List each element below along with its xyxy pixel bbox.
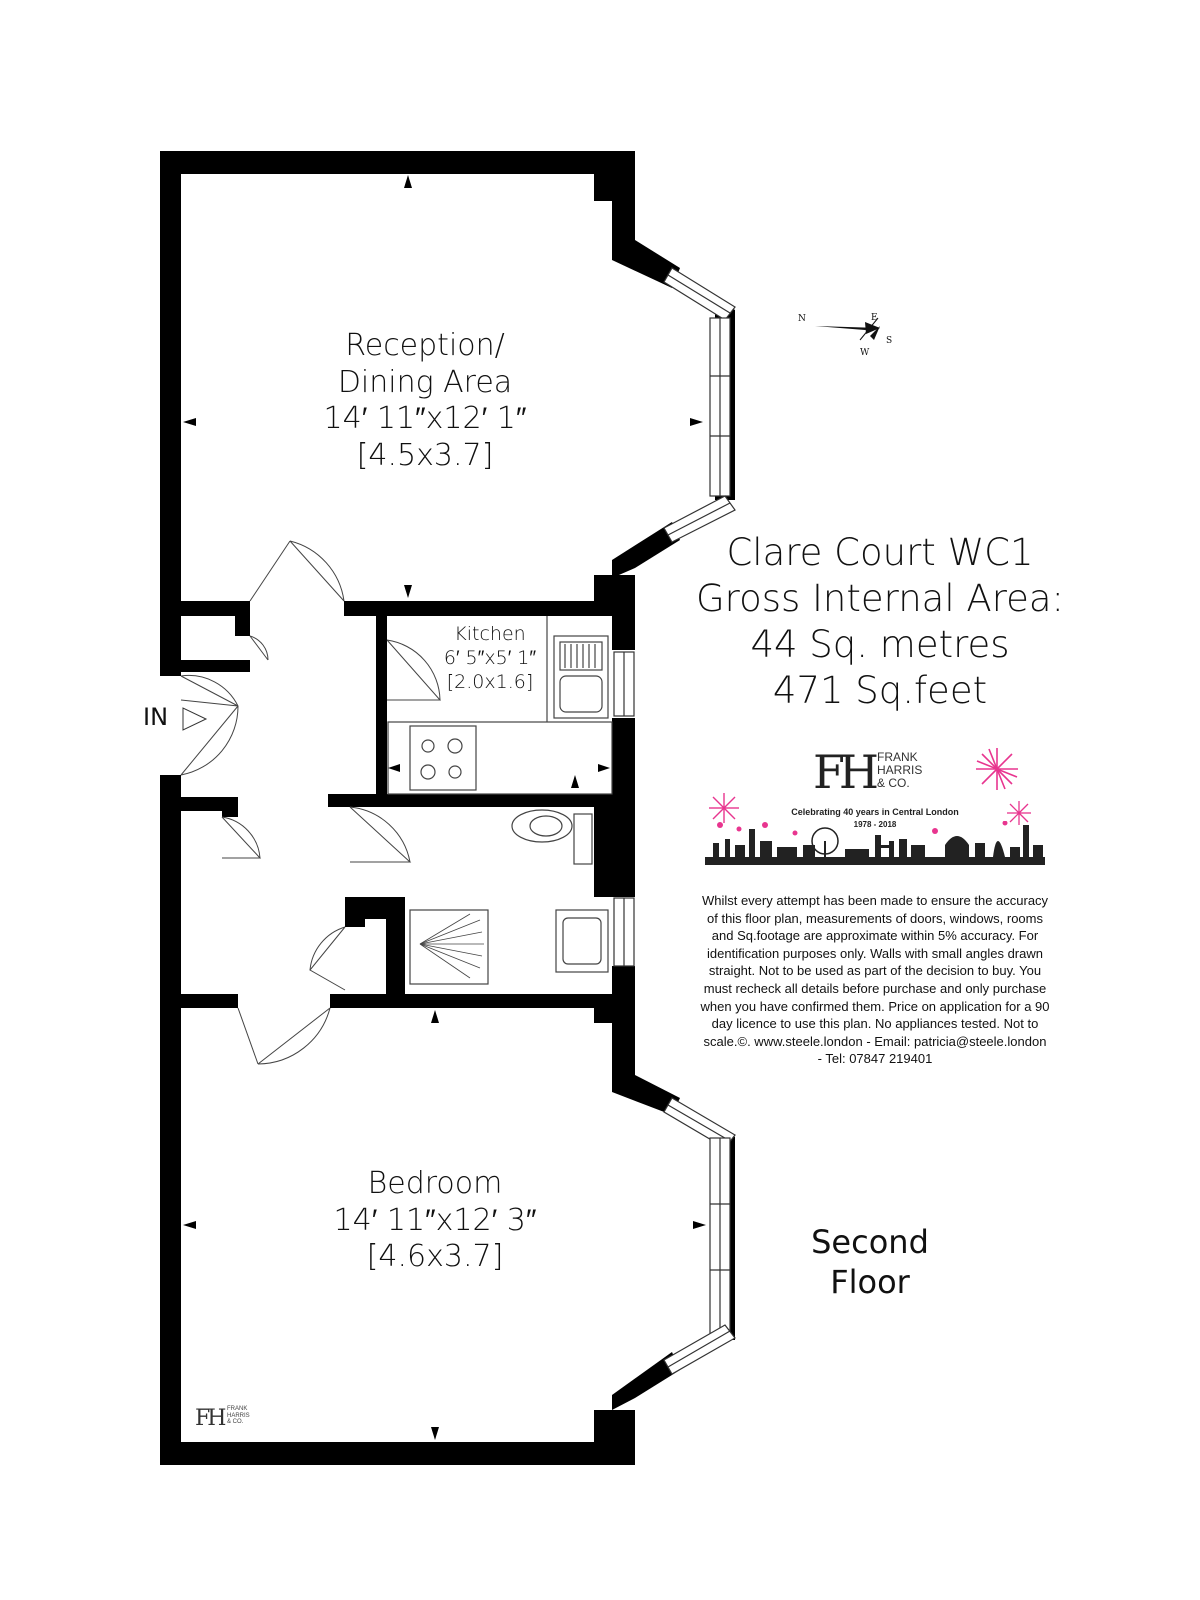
bedroom-metric: [4.6x3.7] (366, 1239, 504, 1275)
firework-icon (709, 793, 739, 823)
firework-icon (1007, 801, 1031, 825)
logo-tagline: Celebrating 40 years in Central London (791, 807, 959, 817)
small-logo-monogram: FH (195, 1406, 227, 1431)
small-logo-line2: HARRIS (227, 1412, 250, 1419)
compass-icon (815, 317, 880, 341)
fixtures (387, 616, 613, 985)
dimension-arrows (183, 175, 706, 1440)
kitchen-imperial: 6′ 5″x5′ 1″ (443, 647, 537, 669)
logo-name-line1: FRANK (877, 750, 918, 764)
logo-wordmark: FRANK HARRIS & CO. (877, 751, 922, 790)
property-title-block: Clare Court WC1 Gross Internal Area: 44 … (680, 530, 1080, 714)
floor-label-line2: Floor (830, 1263, 910, 1301)
doors (180, 540, 442, 1065)
bedroom-name: Bedroom (367, 1166, 503, 1201)
compass-n: N (798, 314, 806, 324)
floor-label: Second Floor (790, 1222, 950, 1302)
small-logo-wordmark: FRANK HARRIS & CO. (227, 1406, 250, 1426)
kitchen-label: Kitchen 6′ 5″x5′ 1″ [2.0x1.6] (425, 622, 555, 694)
area-metres: 44 Sq. metres (750, 623, 1010, 666)
small-logo-line1: FRANK (227, 1406, 248, 1412)
compass-s: S (886, 336, 893, 346)
bay-windows (613, 267, 736, 1375)
skyline-graphic (705, 821, 1045, 865)
reception-metric: [4.5x3.7] (356, 437, 494, 473)
compass-w: W (860, 348, 870, 358)
reception-name-line2: Dining Area (337, 364, 513, 400)
reception-name-line1: Reception/ (345, 328, 505, 363)
kitchen-metric: [2.0x1.6] (446, 671, 534, 693)
interior-walls (160, 601, 620, 1008)
reception-label: Reception/ Dining Area 14′ 11″x12′ 1″ [4… (300, 328, 550, 474)
bedroom-label: Bedroom 14′ 11″x12′ 3″ [4.6x3.7] (310, 1166, 560, 1276)
logo-name-line3: & CO. (877, 776, 910, 790)
compass-e: E (871, 313, 878, 323)
area-feet: 471 Sq.feet (772, 669, 988, 712)
company-logo: FH FRANK HARRIS & CO. Celebrating 40 yea… (705, 745, 1045, 865)
property-name: Clare Court WC1 (726, 531, 1034, 574)
kitchen-name: Kitchen (454, 623, 526, 645)
small-logo-line3: & CO. (227, 1419, 244, 1425)
entrance-arrow (182, 707, 208, 731)
disclaimer-text: Whilst every attempt has been made to en… (700, 893, 1050, 1067)
floor-label-line1: Second (811, 1223, 929, 1261)
bedroom-imperial: 14′ 11″x12′ 3″ (333, 1202, 537, 1238)
reception-imperial: 14′ 11″x12′ 1″ (323, 401, 527, 437)
gross-area-label: Gross Internal Area: (696, 577, 1064, 620)
logo-years: 1978 - 2018 (853, 820, 897, 829)
small-company-logo: FH FRANK HARRIS & CO. (195, 1406, 250, 1431)
logo-name-line2: HARRIS (877, 763, 923, 777)
firework-icon (976, 748, 1018, 790)
entrance-label: IN (143, 703, 169, 731)
logo-monogram: FH (813, 745, 879, 799)
